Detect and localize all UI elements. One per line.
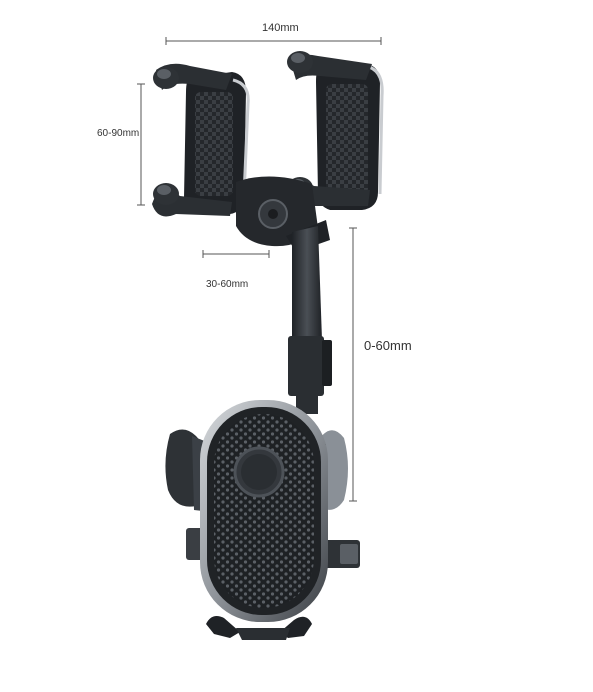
gap-dimension-line — [202, 250, 270, 258]
gap-dimension-label: 30-60mm — [206, 279, 249, 290]
height-dimension-line — [137, 83, 145, 206]
top-right-hook — [287, 51, 313, 73]
height-dimension-label: 60-90mm — [97, 128, 140, 139]
left-clamp-arm — [184, 72, 250, 214]
extension-dimension-line — [349, 227, 357, 502]
width-dimension-line — [165, 37, 382, 45]
extension-dimension-label: 0-60mm — [364, 338, 412, 353]
right-clamp-arm — [316, 64, 384, 210]
bottom-left-hook — [152, 183, 232, 217]
top-left-hook — [153, 67, 179, 89]
width-dimension-label: 140mm — [262, 22, 299, 34]
phone-cradle — [165, 400, 360, 640]
telescopic-pole — [288, 226, 332, 414]
